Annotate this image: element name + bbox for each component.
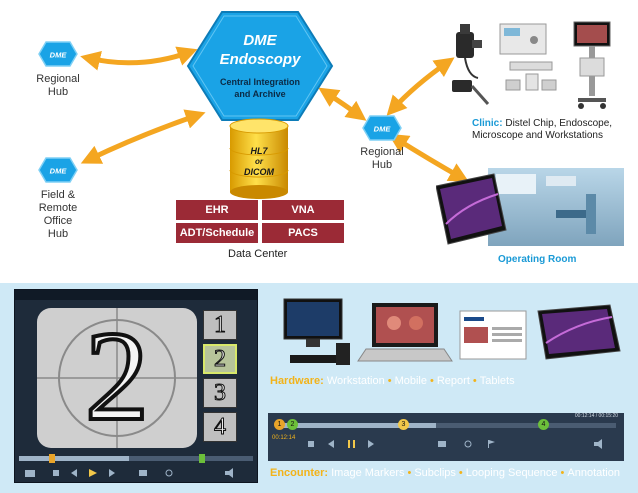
timeline-controls bbox=[308, 439, 602, 449]
hardware-caption: Hardware: Workstation•Mobile•Report•Tabl… bbox=[270, 375, 515, 387]
thumbnail-4[interactable]: 4 bbox=[203, 412, 237, 442]
camera-icon[interactable] bbox=[25, 470, 35, 477]
arrow-regional-right-to-clinic bbox=[386, 57, 455, 116]
timeline-current-time: 00:12:14 bbox=[272, 435, 296, 441]
thumbnail-1[interactable]: 1 bbox=[203, 310, 237, 340]
connector-arrows bbox=[80, 46, 469, 182]
hardware-prefix: Hardware: bbox=[270, 375, 324, 387]
hub-hex-label: DME bbox=[50, 51, 68, 60]
hardware-item-mobile: Mobile bbox=[394, 375, 427, 387]
central-hexagon: DME Endoscopy Central Integration and Ar… bbox=[186, 11, 334, 121]
central-sub-line2: and Archive bbox=[234, 89, 285, 99]
clinic-equipment-image bbox=[452, 21, 611, 109]
hardware-item-report: Report bbox=[436, 375, 470, 387]
hub-hex-label: DME bbox=[50, 167, 68, 176]
dc-box-ehr: EHR bbox=[176, 200, 258, 220]
player-main-view: 2 bbox=[37, 304, 197, 448]
operating-room-image bbox=[436, 168, 624, 246]
clip-icon[interactable] bbox=[139, 470, 147, 476]
rewind-icon[interactable] bbox=[328, 440, 334, 448]
timeline-marker-2[interactable]: 2 bbox=[287, 419, 298, 430]
central-title-line1: DME bbox=[243, 32, 277, 49]
dc-box-pacs: PACS bbox=[262, 223, 344, 243]
clinic-prefix: Clinic: bbox=[472, 118, 503, 129]
operating-room-label: Operating Room bbox=[498, 254, 577, 265]
play-icon[interactable] bbox=[89, 469, 97, 477]
clinic-line1: Distel Chip, Endoscope, bbox=[505, 118, 613, 129]
timeline-marker-1[interactable]: 1 bbox=[274, 419, 285, 430]
thumbnail-2[interactable]: 2 bbox=[203, 344, 237, 374]
volume-icon[interactable] bbox=[594, 439, 602, 449]
thumbnail-strip: 1 2 3 4 bbox=[203, 310, 237, 446]
clinic-line2: Microscope and Workstations bbox=[472, 130, 603, 141]
regional-hub-right-label: Regional Hub bbox=[360, 146, 404, 171]
encounter-prefix: Encounter: bbox=[270, 467, 329, 479]
arrow-central-to-regional-right bbox=[318, 87, 367, 121]
central-sub-line1: Central Integration bbox=[220, 77, 300, 87]
countdown-number: 2 bbox=[83, 304, 151, 448]
field-hub-label: Field & Remote Office Hub bbox=[38, 189, 78, 240]
data-center-label: Data Center bbox=[228, 248, 288, 260]
loop-icon[interactable] bbox=[464, 440, 472, 448]
regional-hub-left-hex-icon: DME bbox=[38, 41, 78, 67]
arrow-field-to-central bbox=[80, 109, 206, 164]
dc-box-adt: ADT/Schedule bbox=[176, 223, 258, 243]
hub-hex-label: DME bbox=[374, 125, 392, 134]
field-hub-hex-icon: DME bbox=[38, 157, 78, 183]
dc-box-vna: VNA bbox=[262, 200, 344, 220]
player-top-bar bbox=[15, 290, 257, 300]
loop-icon[interactable] bbox=[165, 469, 173, 477]
flag-icon[interactable] bbox=[488, 440, 495, 448]
video-player-screen: 2 1 2 3 4 bbox=[14, 289, 258, 483]
volume-icon[interactable] bbox=[225, 468, 233, 478]
encounter-item-annotation: Annotation bbox=[567, 467, 620, 479]
hardware-item-tablets: Tablets bbox=[479, 375, 515, 387]
stop-icon[interactable] bbox=[53, 470, 59, 476]
rewind-icon[interactable] bbox=[71, 469, 77, 477]
encounter-item-looping: Looping Sequence bbox=[465, 467, 558, 479]
stop-icon[interactable] bbox=[308, 441, 314, 447]
player-timeline[interactable] bbox=[19, 454, 253, 463]
cylinder-line3: DICOM bbox=[244, 167, 275, 177]
timeline-marker-3[interactable]: 3 bbox=[398, 419, 409, 430]
hardware-item-workstation: Workstation bbox=[326, 375, 385, 387]
encounter-item-subclips: Subclips bbox=[414, 467, 456, 479]
clinic-caption: Clinic: Distel Chip, Endoscope, Microsco… bbox=[472, 118, 612, 142]
cylinder-line2: or bbox=[255, 157, 264, 166]
thumbnail-3[interactable]: 3 bbox=[203, 378, 237, 408]
encounter-caption: Encounter: Image Markers•Subclips•Loopin… bbox=[270, 467, 620, 479]
features-panel: 2 1 2 3 4 bbox=[0, 283, 638, 493]
arrow-regional-right-to-or bbox=[388, 133, 469, 182]
encounter-item-image-markers: Image Markers bbox=[331, 467, 405, 479]
central-title-line2: Endoscopy bbox=[220, 51, 302, 68]
timeline-total-time: 00:12:14 / 00:15:20 bbox=[574, 413, 618, 419]
timeline-marker-4[interactable]: 4 bbox=[538, 419, 549, 430]
encounter-timeline: 1 2 3 4 00:12:14 00:12:14 / 00:15:20 bbox=[268, 413, 624, 461]
regional-hub-left-label: Regional Hub bbox=[36, 73, 80, 98]
cylinder-line1: HL7 bbox=[250, 146, 268, 156]
regional-hub-right-hex-icon: DME bbox=[362, 115, 402, 141]
clip-icon[interactable] bbox=[438, 441, 446, 447]
timeline-track[interactable] bbox=[276, 423, 616, 428]
pause-icon[interactable] bbox=[348, 440, 355, 448]
forward-icon[interactable] bbox=[368, 440, 374, 448]
database-cylinder-icon: HL7 or DICOM bbox=[229, 118, 289, 199]
arrow-regional-left-to-central bbox=[80, 46, 198, 71]
architecture-diagram: DME DME DME Regional Hub Field & Remote … bbox=[36, 11, 624, 265]
hardware-devices-image bbox=[283, 298, 621, 365]
forward-icon[interactable] bbox=[109, 469, 115, 477]
player-controls bbox=[19, 466, 253, 478]
